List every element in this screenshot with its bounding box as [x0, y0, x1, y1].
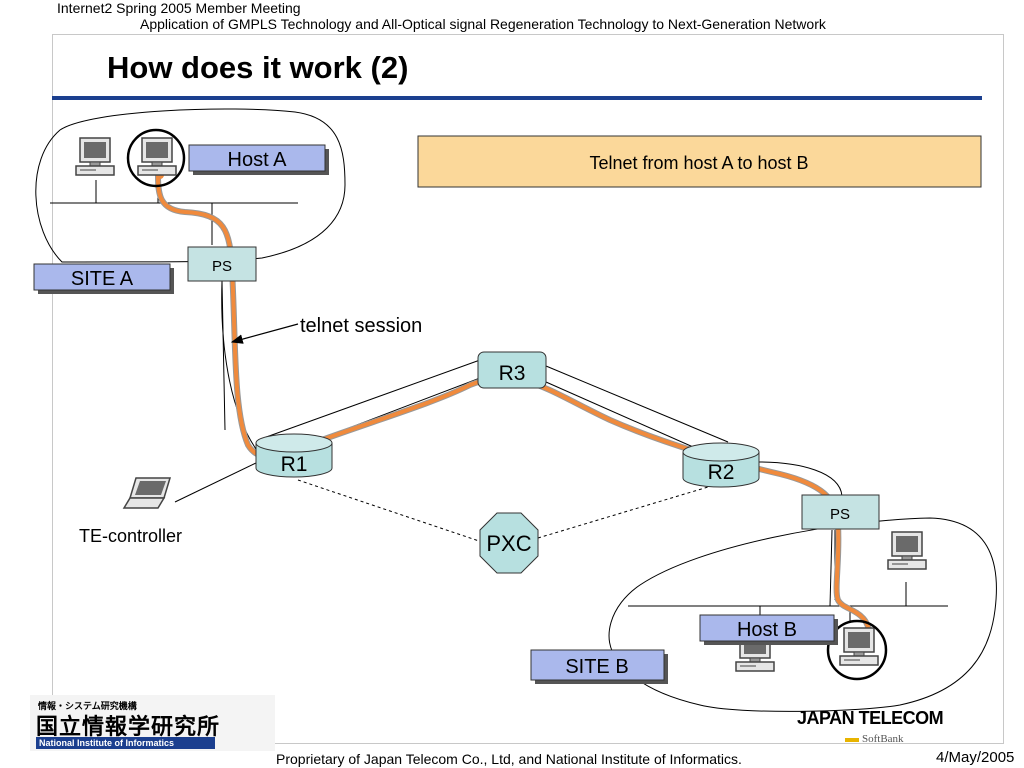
slide-title: How does it work (2) [107, 50, 409, 85]
telnet-arrow [230, 323, 299, 344]
router-r3-label: R3 [499, 362, 526, 385]
nii-logo-name: 国立情報学研究所 [36, 714, 221, 739]
router-r1-label: R1 [281, 453, 308, 476]
nii-logo: 情報・システム研究機構 国立情報学研究所 National Institute … [30, 695, 275, 751]
footer-date: 4/May/2005 [936, 749, 1015, 766]
telnet-session-label: telnet session [300, 315, 422, 337]
site-a-cloud [35, 108, 346, 263]
softbank-logo-text: SoftBank [862, 733, 904, 745]
site-a-label-box [33, 263, 171, 291]
ps-a-label: PS [212, 258, 232, 275]
router-r2[interactable] [682, 442, 760, 488]
host-a-highlight-circle [126, 128, 186, 188]
nii-logo-org: 情報・システム研究機構 [38, 701, 137, 711]
ps-a-box[interactable] [187, 246, 257, 282]
slide-frame [52, 34, 1004, 744]
callout-box [417, 135, 982, 188]
site-b-cloud [608, 517, 997, 712]
host-b-highlight-circle [826, 619, 888, 681]
host-b-computer-icon[interactable] [839, 627, 879, 666]
callout-text: Telnet from host A to host B [589, 153, 808, 173]
te-controller-label: TE-controller [79, 526, 182, 546]
router-r2-label: R2 [708, 461, 735, 484]
site-b-label-box [530, 649, 665, 681]
pxc-node[interactable] [479, 512, 539, 574]
site-b-label: SITE B [565, 656, 628, 678]
host-a-label-box [188, 144, 326, 172]
pc-icon [75, 137, 115, 176]
japan-telecom-logo: JAPAN TELECOM [797, 708, 944, 728]
pc-icon [887, 531, 927, 570]
host-b-label: Host B [737, 619, 797, 641]
softbank-logo-mark [845, 738, 859, 742]
router-r3[interactable] [477, 351, 547, 389]
site-a-label: SITE A [71, 268, 134, 290]
ps-b-box[interactable] [801, 494, 880, 530]
presentation-subtitle: Application of GMPLS Technology and All-… [140, 16, 826, 32]
ps-b-label: PS [830, 506, 850, 523]
host-a-computer-icon[interactable] [137, 137, 177, 176]
laptop-icon [122, 477, 172, 509]
proprietary-footer: Proprietary of Japan Telecom Co., Ltd, a… [276, 751, 742, 767]
meeting-header: Internet2 Spring 2005 Member Meeting [57, 0, 301, 16]
title-rule [52, 96, 982, 100]
nii-logo-english: National Institute of Informatics [36, 737, 215, 749]
host-b-label-box [699, 614, 835, 642]
host-a-label: Host A [228, 149, 288, 171]
pxc-label: PXC [486, 531, 531, 556]
router-r1[interactable] [255, 433, 333, 478]
